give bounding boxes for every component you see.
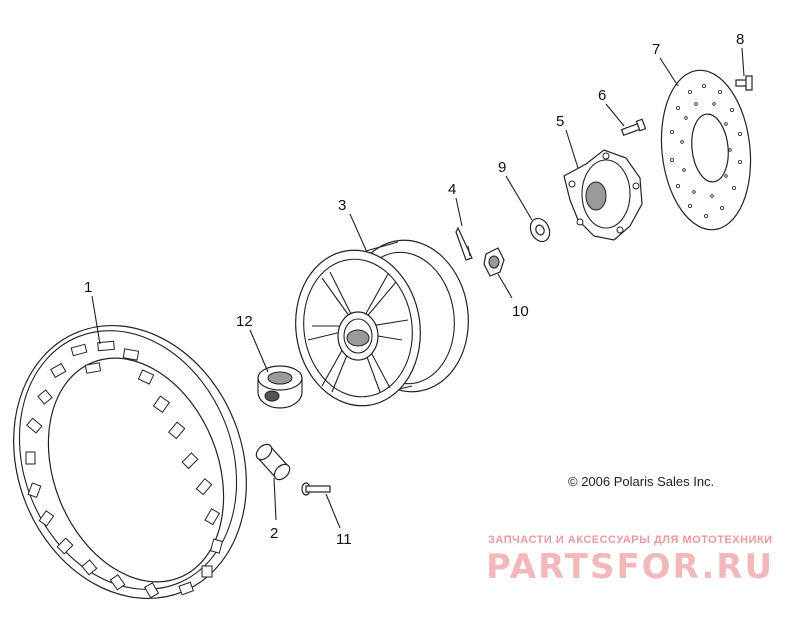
stud-part-6 <box>620 118 647 137</box>
watermark-brand: PARTSFOR.RU <box>486 547 774 587</box>
callout-labels: 1 2 3 4 5 6 7 8 9 10 11 12 <box>84 31 744 548</box>
watermark: ЗАПЧАСТИ И АКСЕССУАРЫ ДЛЯ МОТОТЕХНИКИ PA… <box>486 534 774 587</box>
callout-10: 10 <box>512 303 529 320</box>
callout-11: 11 <box>336 531 352 548</box>
hub-part-5 <box>563 149 643 241</box>
callout-3: 3 <box>338 197 346 214</box>
washer-part-9 <box>529 217 551 243</box>
callout-7: 7 <box>652 41 660 58</box>
callout-12: 12 <box>236 313 253 330</box>
callout-1: 1 <box>84 279 92 296</box>
tire-part-1 <box>13 324 247 600</box>
callout-6: 6 <box>598 87 606 104</box>
cap-part-2 <box>255 443 291 481</box>
bearing-part-12 <box>257 365 303 409</box>
callout-8: 8 <box>736 31 744 48</box>
callout-2: 2 <box>270 525 278 542</box>
cotter-pin-part-4 <box>455 226 473 261</box>
callout-4: 4 <box>448 181 456 198</box>
callout-5: 5 <box>556 113 564 130</box>
watermark-tagline: ЗАПЧАСТИ И АКСЕССУАРЫ ДЛЯ МОТОТЕХНИКИ <box>488 534 773 546</box>
copyright-text: © 2006 Polaris Sales Inc. <box>568 474 714 489</box>
brake-disc-part-7 <box>660 69 752 231</box>
callout-9: 9 <box>498 159 506 176</box>
wheel-rim-part-3 <box>295 239 469 407</box>
leader-lines <box>91 47 745 529</box>
castle-nut-part-10 <box>483 247 505 277</box>
bolt-part-11 <box>301 482 331 496</box>
bolt-part-8 <box>735 75 753 91</box>
